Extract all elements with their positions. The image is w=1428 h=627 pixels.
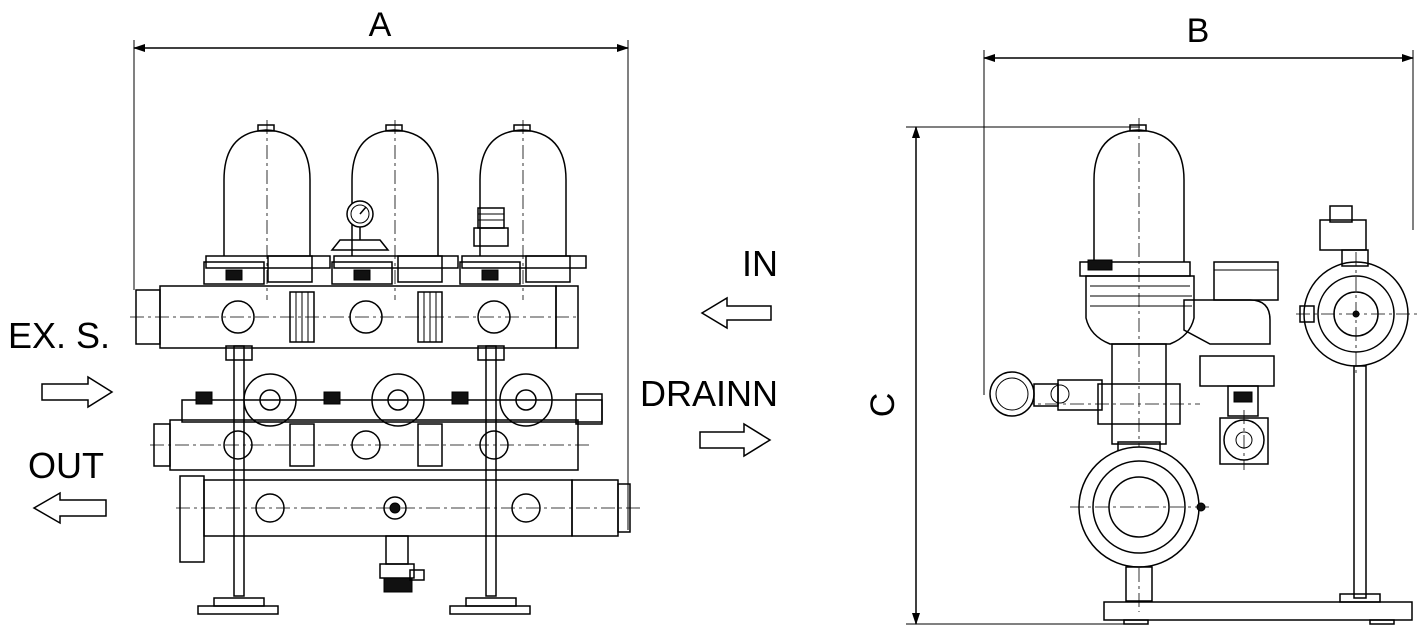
filter-dome-1 xyxy=(205,120,331,300)
support-legs xyxy=(197,345,531,615)
dimension-b-label: B xyxy=(1187,12,1210,50)
drain-label: DRAINN xyxy=(640,373,778,414)
dimension-a-label: A xyxy=(369,6,392,44)
dimension-a: A xyxy=(133,6,629,530)
dimension-c-label: C xyxy=(864,393,902,418)
side-inlet-butterfly-valve xyxy=(1296,205,1420,376)
filter-dome-3 xyxy=(461,120,587,300)
middle-manifold xyxy=(150,419,590,471)
valve-heads-top xyxy=(203,261,521,285)
drain-valve-icon xyxy=(379,535,425,593)
ex-s-label: EX. S. xyxy=(8,315,110,356)
drain-arrow-icon xyxy=(699,422,772,458)
backflush-valves xyxy=(181,373,603,427)
front-view xyxy=(130,120,640,615)
side-outlet-butterfly-valve xyxy=(1070,441,1210,602)
inlet-manifold xyxy=(130,285,580,349)
ex-s-arrow-icon xyxy=(41,375,114,409)
out-label: OUT xyxy=(28,445,104,486)
dimension-b: B xyxy=(983,12,1414,395)
side-body-pipe xyxy=(1020,343,1200,445)
side-support-base xyxy=(1103,365,1413,625)
pressure-gauge-icon xyxy=(330,200,390,251)
in-arrow-icon xyxy=(700,296,772,330)
out-arrow-icon xyxy=(32,491,107,525)
side-inlet-elbow xyxy=(1183,261,1279,470)
side-view xyxy=(989,118,1420,625)
air-valve-icon xyxy=(473,207,509,247)
side-outlet-connection xyxy=(989,371,1103,417)
in-label: IN xyxy=(742,243,778,284)
dimension-c: C xyxy=(864,126,1140,625)
